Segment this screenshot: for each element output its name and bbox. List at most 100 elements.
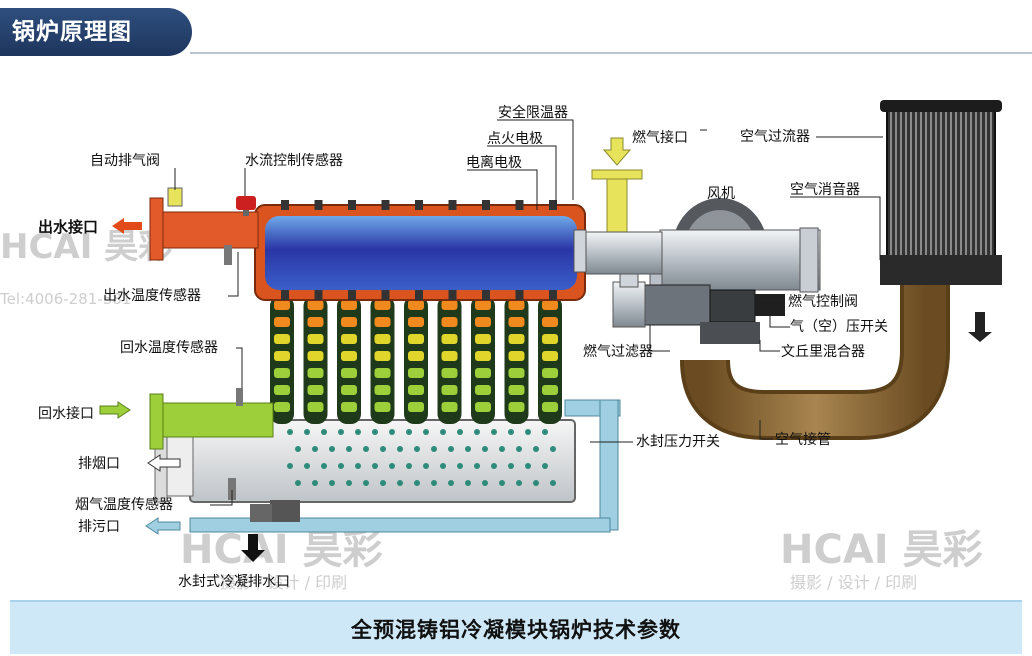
droplet xyxy=(355,429,361,435)
fin-segment xyxy=(508,300,525,310)
fin-segment xyxy=(374,300,391,310)
condensate-droplets xyxy=(287,429,556,486)
fin-segment xyxy=(441,385,458,395)
fin-segment xyxy=(475,385,491,395)
flue-outlet-arrow xyxy=(147,454,181,472)
fin-segment xyxy=(274,317,290,327)
label-outlet-temp-sensor: 出水温度传感器 xyxy=(103,287,201,304)
label-ignition-electrode: 点火电极 xyxy=(487,131,543,147)
fin-segment xyxy=(341,368,357,378)
droplet xyxy=(542,429,548,435)
fin-segment xyxy=(508,334,525,344)
fin-segment xyxy=(408,351,424,361)
fin-segment xyxy=(307,368,324,378)
fin-segment xyxy=(274,351,290,361)
drain-arrow xyxy=(145,517,181,535)
watermark-services: 摄影 / 设计 / 印刷 xyxy=(220,573,347,592)
fin-segment xyxy=(274,385,290,395)
fin-segment xyxy=(341,351,357,361)
droplet xyxy=(550,446,556,452)
bolt xyxy=(515,200,524,210)
droplet xyxy=(414,446,420,452)
label-air-pressure-switch: 气（空）压开关 xyxy=(790,319,888,335)
watermark: HCAI 昊彩 Tel:4006-281-381 HCAI 昊彩 摄影 / 设计… xyxy=(0,227,983,592)
bolt xyxy=(381,290,390,300)
droplet xyxy=(465,480,471,486)
droplet xyxy=(406,429,412,435)
droplet xyxy=(329,446,335,452)
droplet xyxy=(516,480,522,486)
droplet xyxy=(525,429,531,435)
droplet xyxy=(431,446,437,452)
fin-segment xyxy=(274,300,290,310)
bottom-banner: 全预混铸铝冷凝模块锅炉技术参数 xyxy=(10,600,1022,654)
fin-segment xyxy=(374,402,391,412)
fin-segment xyxy=(408,317,424,327)
droplet xyxy=(363,480,369,486)
fin-segment xyxy=(408,385,424,395)
fan xyxy=(649,198,821,302)
water-inlet-arrow xyxy=(99,401,131,419)
water-outlet-arrow xyxy=(112,218,142,234)
component-labels: 安全限温器 点火电极 电离电极 燃气接口 空气过流器 风机 空气消音器 自动排气… xyxy=(38,104,888,590)
fin-segment xyxy=(341,385,357,395)
label-water-flow-sensor: 水流控制传感器 xyxy=(245,152,343,169)
bolt xyxy=(549,200,557,210)
fin-segment xyxy=(441,351,458,361)
fin-segment xyxy=(307,334,324,344)
fin-segment xyxy=(542,334,558,344)
droplet xyxy=(423,429,429,435)
label-ionization-electrode: 电离电极 xyxy=(466,154,522,171)
droplet xyxy=(338,429,344,435)
page-title: 锅炉原理图 xyxy=(0,8,192,56)
fin-segment xyxy=(542,317,558,327)
fin-segment xyxy=(475,368,491,378)
fin-segment xyxy=(475,317,491,327)
fin-segment xyxy=(508,317,525,327)
fin-segment xyxy=(307,385,324,395)
fin-segment xyxy=(475,334,491,344)
label-drain-outlet: 排污口 xyxy=(78,519,120,535)
bolt xyxy=(515,290,524,300)
fin-segment xyxy=(508,351,525,361)
droplet xyxy=(423,463,429,469)
label-flue-temp-sensor: 烟气温度传感器 xyxy=(75,496,173,513)
droplet xyxy=(304,429,310,435)
bolt xyxy=(314,200,323,210)
droplet xyxy=(474,429,480,435)
label-water-outlet: 出水接口 xyxy=(38,218,98,236)
fin-segment xyxy=(374,334,391,344)
droplet xyxy=(499,446,505,452)
fin-segment xyxy=(408,402,424,412)
fin-segment xyxy=(374,368,391,378)
bottom-title: 全预混铸铝冷凝模块锅炉技术参数 xyxy=(351,618,681,642)
watermark-services-right: 摄影 / 设计 / 印刷 xyxy=(790,573,917,592)
bolt xyxy=(381,200,390,210)
droplet xyxy=(533,446,539,452)
bolt xyxy=(348,200,356,210)
droplet xyxy=(389,463,395,469)
fin-segment xyxy=(408,300,424,310)
label-water-seal-pressure-switch: 水封压力开关 xyxy=(636,434,720,450)
fin-segment xyxy=(341,300,357,310)
fin-segment xyxy=(374,351,391,361)
droplet xyxy=(533,480,539,486)
fin-segment xyxy=(441,402,458,412)
air-filter xyxy=(880,100,1002,285)
bolt xyxy=(448,200,457,210)
label-gas-filter: 燃气过滤器 xyxy=(583,343,653,360)
watermark-logo-left: HCAI 昊彩 xyxy=(0,227,172,267)
label-gas-inlet: 燃气接口 xyxy=(632,129,688,146)
fin-segment xyxy=(274,402,290,412)
droplet xyxy=(295,446,301,452)
fin-segment xyxy=(408,334,424,344)
flow-arrows xyxy=(99,218,181,535)
drum-bolts xyxy=(281,200,557,300)
fin-segment xyxy=(274,334,290,344)
droplet xyxy=(304,463,310,469)
fin-segment xyxy=(508,402,525,412)
fin-segment xyxy=(274,368,290,378)
fin-segment xyxy=(441,317,458,327)
droplet xyxy=(491,463,497,469)
watermark-logo: HCAI 昊彩 xyxy=(180,527,383,573)
